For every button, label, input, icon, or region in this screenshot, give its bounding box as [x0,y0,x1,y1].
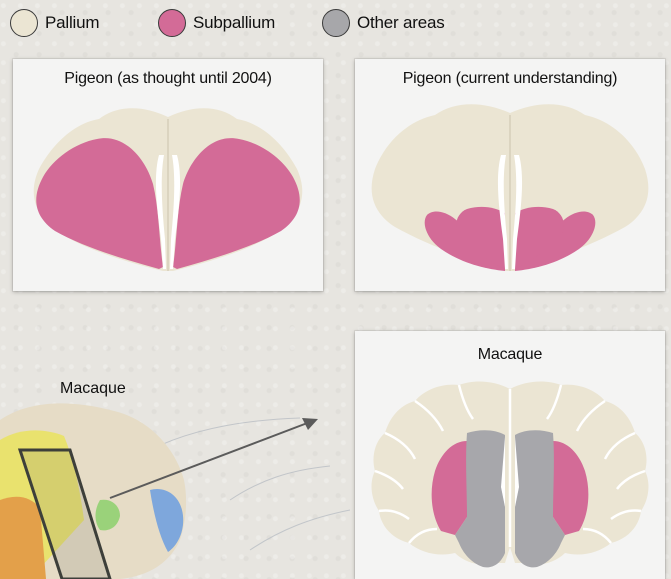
legend-label: Pallium [45,13,99,33]
panel-pigeon-current: Pigeon (current understanding) [355,59,665,291]
pigeon-current-brain-section [355,59,665,291]
macaque-brain-illustration [0,300,360,579]
legend-label: Other areas [357,13,445,33]
macaque-brain-section [355,367,665,579]
legend-item-other-areas: Other areas [322,6,445,40]
panel-title: Macaque [355,346,665,364]
subpallium-swatch-icon [158,9,186,37]
legend-item-pallium: Pallium [10,6,99,40]
legend-item-subpallium: Subpallium [158,6,275,40]
panel-macaque: Macaque [355,331,665,579]
other-areas-swatch-icon [322,9,350,37]
legend-label: Subpallium [193,13,275,33]
pallium-swatch-icon [10,9,38,37]
panel-pigeon-old: Pigeon (as thought until 2004) [13,59,323,291]
legend: Pallium Subpallium Other areas [10,6,470,40]
pigeon-old-brain-section [13,59,323,291]
